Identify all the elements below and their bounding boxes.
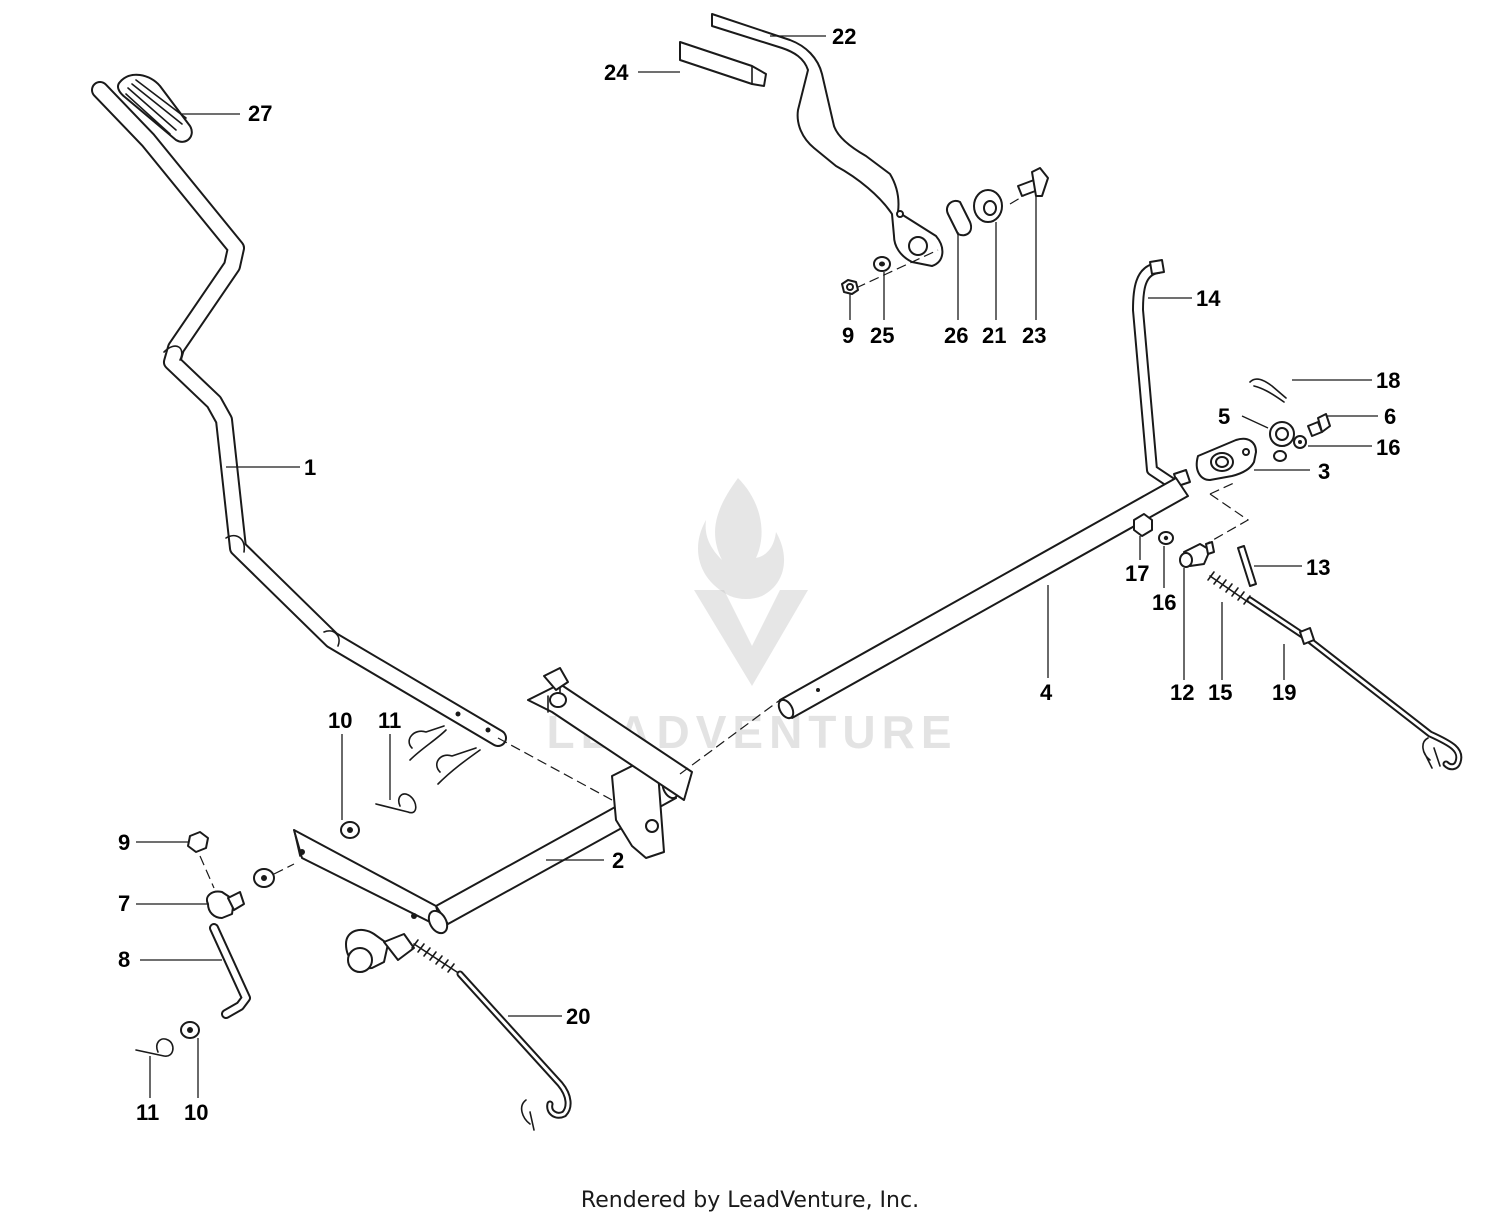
- part-clip-hardware-upper[interactable]: [340, 725, 481, 839]
- callout-26: 26: [944, 323, 968, 348]
- part-height-adjust-rod[interactable]: [1132, 259, 1191, 488]
- part-pedal-hardware[interactable]: [841, 167, 1049, 295]
- callout-3: 3: [1318, 459, 1330, 484]
- callout-6: 6: [1384, 404, 1396, 429]
- callout-23: 23: [1022, 323, 1046, 348]
- callout-15: 15: [1208, 680, 1232, 705]
- callout-18: 18: [1376, 368, 1400, 393]
- callout-12: 12: [1170, 680, 1194, 705]
- callout-11-lower: 11: [136, 1100, 159, 1125]
- callout-21: 21: [982, 323, 1006, 348]
- callout-16-lower: 16: [1152, 590, 1176, 615]
- part-lift-pedal[interactable]: [711, 13, 944, 267]
- callout-10-lower: 10: [184, 1100, 208, 1125]
- part-handle-grip[interactable]: [117, 73, 193, 143]
- callout-4: 4: [1040, 680, 1053, 705]
- callout-17: 17: [1125, 561, 1149, 586]
- callout-labels: 27 22 24 1 14 18 5 6 16 3 13 4 17 16 12 …: [118, 24, 1400, 1125]
- callout-22: 22: [832, 24, 856, 49]
- callout-7: 7: [118, 891, 130, 916]
- callout-14: 14: [1196, 286, 1221, 311]
- callout-10-upper: 10: [328, 708, 352, 733]
- callout-1: 1: [304, 455, 316, 480]
- footer-credit: Rendered by LeadVenture, Inc.: [580, 1188, 920, 1213]
- part-cross-shaft[interactable]: [293, 667, 781, 936]
- callout-20: 20: [566, 1004, 590, 1029]
- callout-2: 2: [612, 848, 624, 873]
- part-spring-cable-left[interactable]: [345, 928, 572, 1131]
- part-shaft-nut[interactable]: [1133, 513, 1174, 545]
- part-spring-cable-right[interactable]: [1207, 571, 1463, 771]
- callout-8: 8: [118, 947, 130, 972]
- part-trunnion[interactable]: [1179, 541, 1257, 587]
- callout-11-upper: 11: [378, 708, 401, 733]
- part-lower-left-hardware[interactable]: [135, 831, 295, 1057]
- part-bracket-hardware[interactable]: [1249, 378, 1331, 462]
- callout-16-upper: 16: [1376, 435, 1400, 460]
- callout-9-upper: 9: [842, 323, 854, 348]
- part-lift-handle-rod[interactable]: [91, 81, 507, 747]
- callout-27: 27: [248, 101, 272, 126]
- callout-25: 25: [870, 323, 894, 348]
- callout-5: 5: [1218, 404, 1230, 429]
- v-logo-icon: [694, 590, 808, 686]
- part-adjust-bracket[interactable]: [1195, 437, 1257, 545]
- part-lift-shaft[interactable]: [776, 477, 1189, 721]
- callout-13: 13: [1306, 555, 1330, 580]
- callout-9-lower: 9: [118, 830, 130, 855]
- callout-19: 19: [1272, 680, 1296, 705]
- flame-logo-icon: [698, 478, 785, 599]
- leader-lines: [136, 35, 1378, 1098]
- part-pedal-pad[interactable]: [679, 41, 767, 87]
- callout-24: 24: [604, 60, 629, 85]
